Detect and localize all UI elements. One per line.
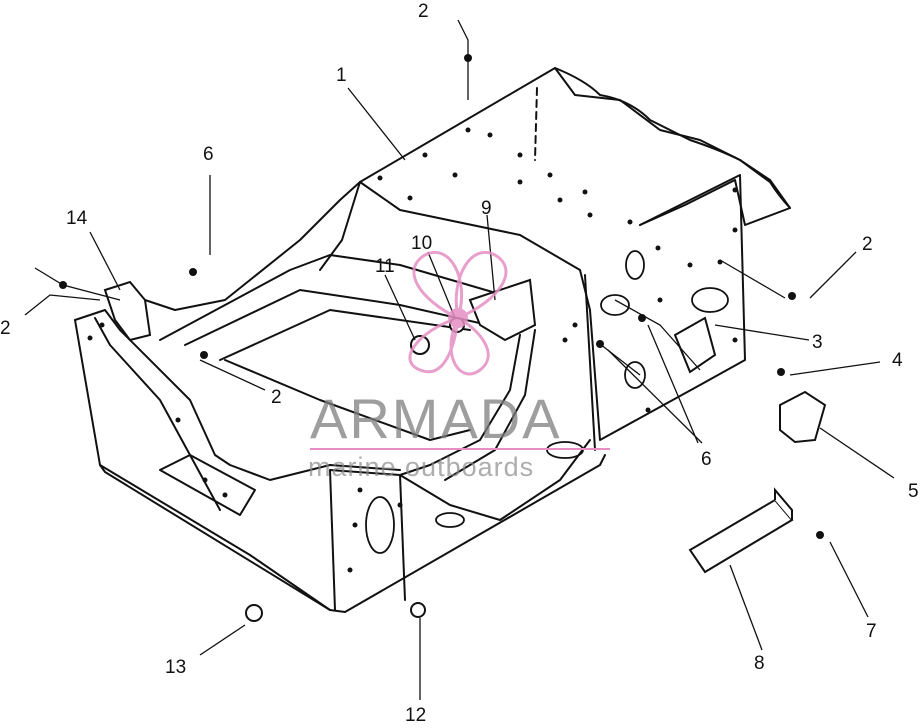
left-leg-front [74,319,331,611]
right-plate-cutout-upper [625,250,645,280]
right-plate-cutout-mid [691,287,729,313]
callout-9: 9 [481,198,492,219]
callout-2-right: 2 [862,234,873,255]
watermark-tagline: marine outboards [308,452,534,482]
angle-bracket-8-lip [774,487,793,520]
hidden-line [534,87,538,161]
leader-lines [24,19,895,700]
callout-8: 8 [754,653,765,674]
watermark-brand: ARMADA [310,387,562,450]
front-plate [329,469,406,611]
pivot-bracket-9 [468,278,537,342]
top-deck-inner-line [319,181,361,271]
top-deck-outline [359,67,791,226]
bolt-6-top [189,268,197,276]
cover-plate-5 [779,390,827,444]
bolt-center [200,351,208,359]
angle-bracket-8 [688,498,794,574]
left-rail-upper [144,181,361,311]
callout-7: 7 [866,621,877,642]
right-plate-edge [584,274,596,451]
bolt-2-right [788,292,796,300]
spacer-11 [410,335,430,355]
front-curved-rail-inner [444,329,536,481]
torn-edge [554,67,791,209]
front-plate-oval-cutout [365,496,395,554]
left-rail-lower [159,254,521,341]
callout-2-top: 2 [418,1,429,22]
callout-1: 1 [336,65,347,86]
callout-4: 4 [892,350,903,371]
hinge-bracket-14 [103,280,152,342]
right-plate-cutout-lower [624,361,646,389]
watermark: ARMADA marine outboards [308,251,610,482]
callout-6-top: 6 [203,144,214,165]
callout-10: 10 [411,233,432,254]
frame-linework [74,67,791,613]
callout-2-left: 2 [0,318,11,339]
callout-12: 12 [405,705,426,723]
callout-14: 14 [66,208,88,229]
callout-2-center: 2 [271,387,282,408]
right-plate-cutout-left [600,294,630,316]
bolt-7 [816,531,824,539]
right-plate [579,174,746,441]
mounting-holes [87,127,738,573]
callout-11: 11 [375,256,395,277]
propeller-logo [408,251,508,376]
base-skid [99,454,606,613]
cross-member-bottom [224,359,471,441]
callout-3: 3 [812,332,823,353]
callout-5: 5 [908,481,919,502]
hardware [103,278,827,622]
cutouts [365,250,729,554]
plug-12 [410,602,426,618]
foot-pad [159,454,256,516]
left-leg-bracket [74,309,401,481]
cross-member-lower [219,309,471,361]
callout-6-right: 6 [701,449,712,470]
bolt-4 [777,368,785,376]
mount-block-3 [673,316,717,374]
callout-13: 13 [165,657,186,678]
front-plate-slot [435,512,465,528]
plug-13 [245,604,263,622]
left-leg-inner [94,317,221,511]
top-deck-left-edge [359,181,581,271]
